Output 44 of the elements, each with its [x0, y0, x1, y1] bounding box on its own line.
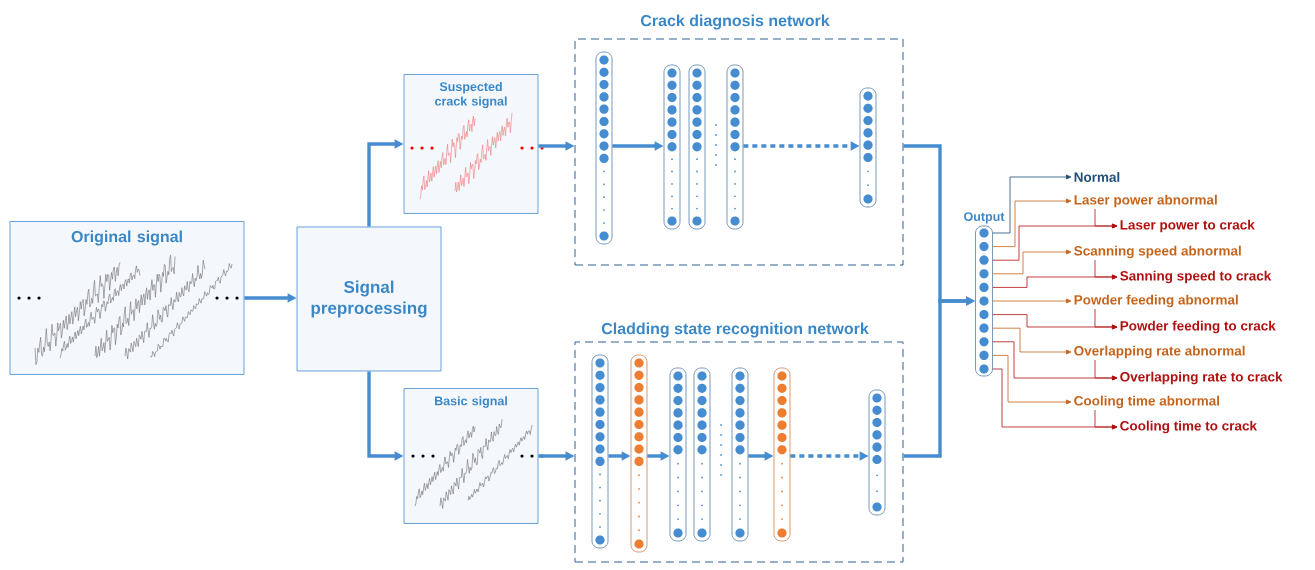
node-label: Output: [964, 212, 1005, 224]
process-box: Signal preprocessing: [296, 226, 442, 372]
result-label: Laser power to crack: [1120, 219, 1255, 233]
result-label: Overlapping rate to crack: [1120, 371, 1283, 385]
neuron-column: [663, 64, 681, 230]
result-label: Laser power abnormal: [1074, 194, 1217, 208]
arrow: [992, 174, 1072, 234]
arrow: [1094, 409, 1118, 430]
arrow: [1094, 259, 1118, 280]
signal-panel: Suspected crack signal: [403, 74, 544, 214]
result-label: Powder feeding abnormal: [1074, 294, 1238, 308]
signal-panel: Basic signal: [403, 388, 544, 524]
signal-panel: Original signal: [9, 221, 245, 375]
neuron-column: [731, 367, 749, 542]
neuron-column: [773, 367, 791, 542]
arrow: [1094, 208, 1118, 229]
arrow: [992, 355, 1072, 405]
neuron-column: [669, 367, 687, 542]
output-column: Output: [964, 212, 1005, 377]
result-label: Cooling time abnormal: [1074, 395, 1219, 409]
arrow: [992, 198, 1072, 247]
result-label: Powder feeding to crack: [1120, 320, 1276, 334]
node-label: Crack diagnosis network: [640, 14, 830, 30]
arrow: [992, 298, 1072, 304]
result-label: Scanning speed abnormal: [1074, 245, 1241, 259]
neuron-column: [859, 87, 877, 208]
neuron-column: [726, 64, 744, 230]
result-label: Sanning speed to crack: [1120, 270, 1272, 284]
result-label: Cooling time to crack: [1120, 420, 1257, 434]
neuron-column: [595, 51, 613, 245]
arrow: [1094, 359, 1118, 381]
arrow: [1094, 308, 1118, 330]
network-frame: Cladding state recognition network: [574, 322, 904, 563]
network-frame: Crack diagnosis network: [574, 14, 904, 266]
neuron-column: [591, 354, 609, 549]
arrow: [992, 249, 1072, 275]
neuron-column: [868, 389, 886, 516]
result-label: Overlapping rate abnormal: [1074, 345, 1245, 359]
neuron-column: [630, 354, 648, 553]
neuron-column: [688, 64, 706, 230]
result-label: Normal: [1074, 172, 1120, 182]
arrow: [992, 327, 1072, 355]
node-label: Cladding state recognition network: [601, 322, 869, 338]
neuron-column: [693, 367, 711, 542]
